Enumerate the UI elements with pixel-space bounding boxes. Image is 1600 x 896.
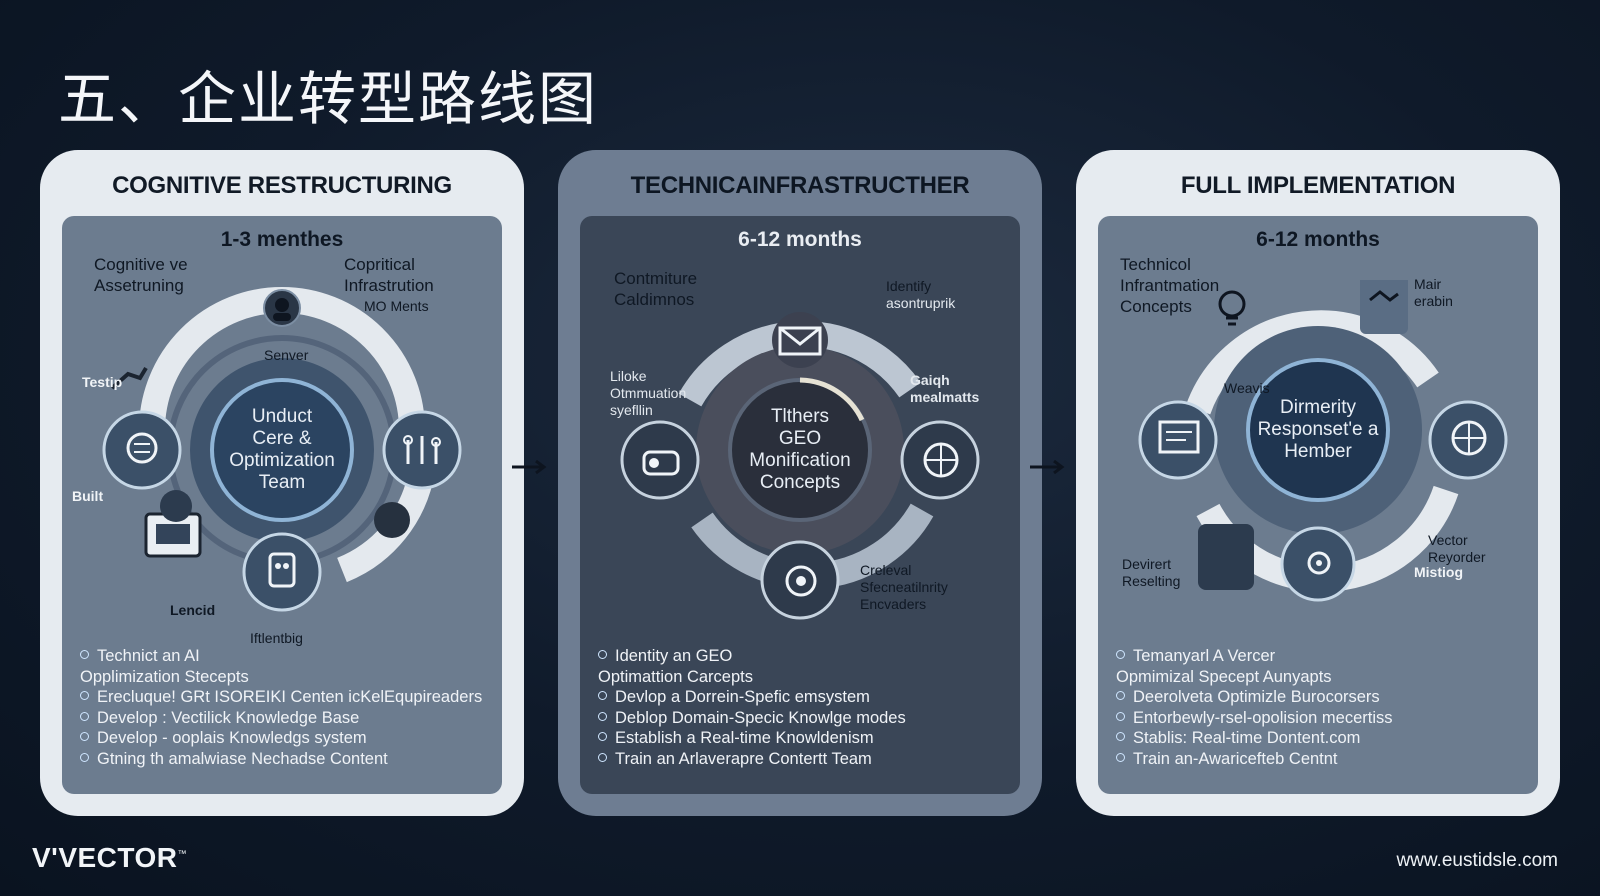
bullet-item: Deblop Domain-Specic Knowlge modes xyxy=(598,708,1010,729)
bullet-list: Temanyarl A Vercer Opmimizal Specept Aun… xyxy=(1116,646,1528,769)
computer-icon xyxy=(144,490,202,558)
label-top-right-2: MO Ments xyxy=(364,298,429,314)
lightbulb-icon xyxy=(1218,290,1246,326)
bullet-item: Erecluque! GRt ISOREIKI Centen icKelEqup… xyxy=(80,687,492,708)
phase-card-technical-infrastructure: TECHNICAINFRASTRUCTHER 6-12 months Contm… xyxy=(558,150,1042,816)
bullet-list: Technict an AI Opplimization Stecepts Er… xyxy=(80,646,492,769)
label-left-node: Liloke Otmmuation syefllin xyxy=(610,368,687,418)
phase-heading: COGNITIVE RESTRUCTURING xyxy=(112,172,452,199)
bullet-item: Establish a Real-time Knowldenism xyxy=(598,728,1010,749)
phase-heading: TECHNICAINFRASTRUCTHER xyxy=(630,172,970,199)
brand-logo: V'VECTOR™ xyxy=(32,842,188,873)
bullet-item: Optimattion Carcepts xyxy=(598,667,753,686)
phase-duration: 6-12 months xyxy=(738,228,862,251)
target-icon xyxy=(785,565,817,597)
globe-icon xyxy=(923,442,959,478)
document-icon xyxy=(1158,420,1200,454)
globe-icon xyxy=(1451,420,1487,456)
handshake-icon xyxy=(1369,290,1399,302)
phase-card-cognitive-restructuring: COGNITIVE RESTRUCTURING 1-3 menthes Cogn… xyxy=(40,150,524,816)
brain-icon xyxy=(126,432,158,464)
bullet-item: Devlop a Dorrein-Spefic emsystem xyxy=(598,687,1010,708)
label-left-node: Testip xyxy=(82,374,123,390)
footer-url[interactable]: www.eustidsle.com xyxy=(1396,850,1558,871)
label-top-node: Senver xyxy=(264,347,309,363)
robot-icon xyxy=(268,552,296,588)
bullet-item: Opmimizal Specept Aunyapts xyxy=(1116,667,1332,686)
bullet-item: Entorbewly-rsel-opolision mecertiss xyxy=(1116,708,1528,729)
phase-card-full-implementation: FULL IMPLEMENTATION 6-12 months Technico… xyxy=(1076,150,1560,816)
phase-duration: 6-12 months xyxy=(1256,228,1380,251)
gear-arm-icon xyxy=(110,366,148,390)
bullet-list: Identity an GEO Optimattion Carcepts Dev… xyxy=(598,646,1010,769)
envelope-icon xyxy=(778,326,822,356)
gear-icon xyxy=(1307,551,1331,575)
phase-heading: FULL IMPLEMENTATION xyxy=(1180,172,1456,199)
arrow-right-icon xyxy=(512,460,547,474)
bullet-item: Stablis: Real-time Dontent.com xyxy=(1116,728,1528,749)
label-left-low: Built xyxy=(72,488,104,504)
bullet-item: Develop : Vectilick Knowledge Base xyxy=(80,708,492,729)
bullet-item: Train an Arlaverapre Contertt Team xyxy=(598,749,1010,770)
label-bottom-right: Mistiog xyxy=(1414,564,1463,580)
bullet-item: Opplimization Stecepts xyxy=(80,667,249,686)
bullet-item: Deerolveta Optimizle Burocorsers xyxy=(1116,687,1528,708)
bullet-item: Temanyarl A Vercer xyxy=(1116,646,1528,667)
phase-duration: 1-3 menthes xyxy=(220,228,344,251)
cycle-ring-graphic xyxy=(102,287,462,612)
bullet-item: Develop - ooplais Knowledgs system xyxy=(80,728,492,749)
arrow-right-icon xyxy=(1030,460,1065,474)
label-bottom-left: Lencid xyxy=(170,602,216,618)
bullet-item: Train an-Awaricefteb Centnt xyxy=(1116,749,1528,770)
page-title: 五、企业转型路线图 xyxy=(58,65,599,133)
person-icon xyxy=(273,298,291,321)
bullet-item: Gtning th amalwiase Nechadse Content xyxy=(80,749,492,770)
bullet-item: Technict an AI xyxy=(80,646,492,667)
label-left-top-node: Weavis xyxy=(1224,380,1270,396)
label-bottom: Iftlentbig xyxy=(250,630,303,646)
machine-icon xyxy=(642,450,680,476)
bullet-item: Identity an GEO xyxy=(598,646,1010,667)
tools-icon xyxy=(403,435,441,464)
